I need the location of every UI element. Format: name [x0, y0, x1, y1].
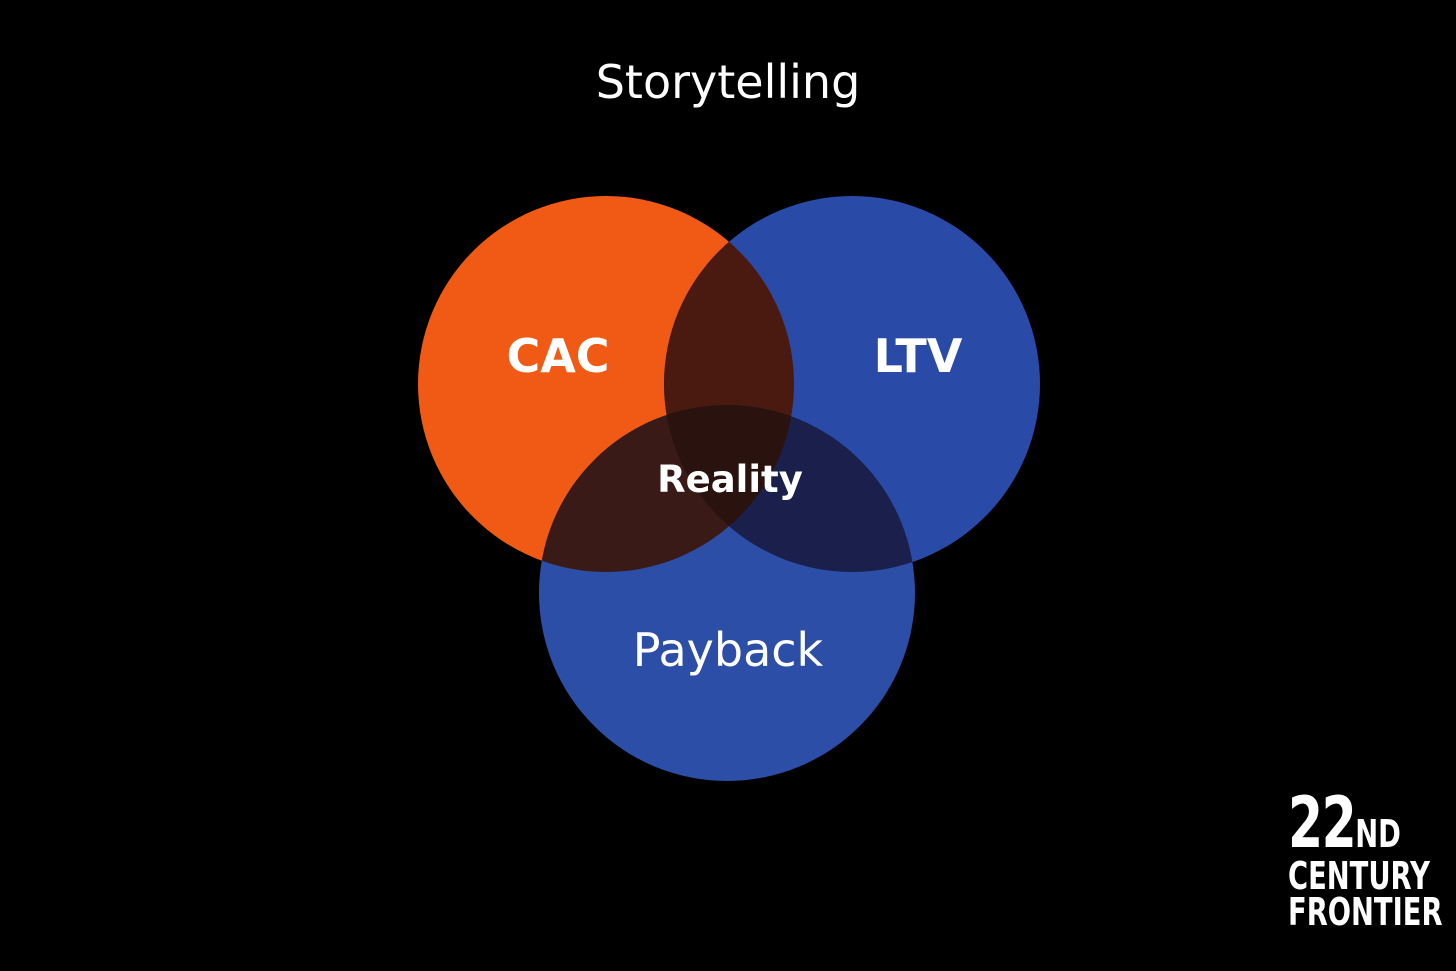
- logo-line-century: CENTURY: [1288, 854, 1430, 898]
- set-label-payback: Payback: [632, 623, 824, 677]
- set-label-ltv: LTV: [873, 329, 963, 383]
- logo-number: 22: [1288, 782, 1357, 864]
- logo-line-frontier: FRONTIER: [1288, 890, 1443, 934]
- overlap-ltv-payback: [664, 405, 915, 572]
- set-label-cac: CAC: [506, 329, 610, 383]
- overlap-cac-payback: [539, 405, 794, 572]
- logo-superscript: ND: [1355, 812, 1401, 856]
- brand-logo: 22ND CENTURY FRONTIER: [1288, 788, 1443, 934]
- diagram-title: Storytelling: [595, 55, 861, 109]
- intersection-label: Reality: [657, 458, 803, 501]
